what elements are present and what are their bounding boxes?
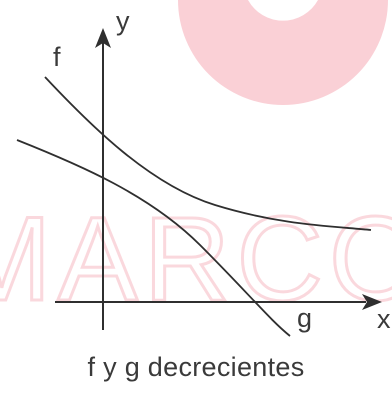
watermark-text: MARCO	[0, 192, 392, 326]
x-axis-arrowhead	[362, 294, 382, 310]
y-axis-label: y	[116, 6, 130, 36]
watermark: MARCO	[0, 0, 392, 328]
caption: f y g decrecientes	[87, 352, 305, 382]
curve-g	[16, 139, 291, 337]
curve-g-label: g	[297, 303, 313, 333]
y-axis-arrowhead	[95, 28, 111, 48]
x-axis-label: x	[377, 304, 391, 334]
curve-f	[44, 76, 372, 231]
watermark-ring	[178, 0, 388, 105]
curve-f-label: f	[53, 42, 61, 72]
